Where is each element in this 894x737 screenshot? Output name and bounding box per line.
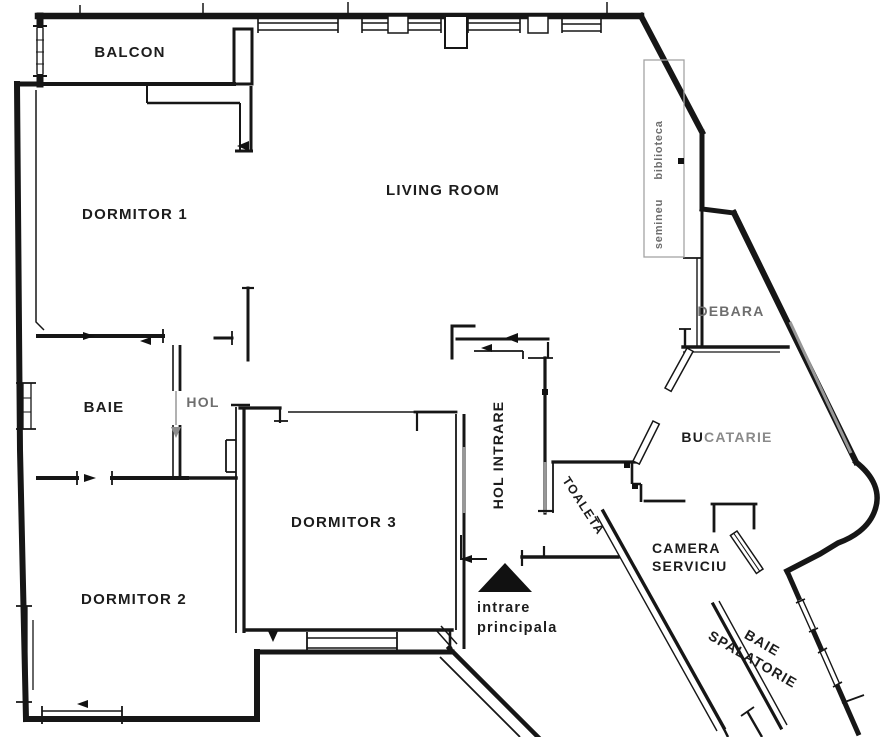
room-label-dormitor2: DORMITOR 2 <box>81 591 187 608</box>
interior-walls <box>36 27 790 737</box>
arrow-lr-2 <box>481 344 492 352</box>
wall-corridor-left-inner <box>596 515 718 732</box>
window-balcony-caps <box>33 25 47 77</box>
room-label-dormitor3: DORMITOR 3 <box>291 514 397 531</box>
wall-d2-d3-niche <box>225 439 236 473</box>
windows <box>16 15 865 724</box>
wall-entry-south-stubs <box>520 546 546 566</box>
wall-baie-bottom-jambs <box>76 471 113 485</box>
arrow-d2 <box>84 474 96 482</box>
intrare-line2: principala <box>477 620 558 636</box>
dot-shelf <box>678 158 684 164</box>
wall-diag-tick <box>841 694 865 704</box>
window-baie-lines <box>22 383 32 429</box>
window-balcony-lines <box>36 28 44 74</box>
outer-walls <box>13 2 880 737</box>
arrow-d1-b <box>140 337 151 345</box>
doors <box>631 346 765 575</box>
window-camera-spalatorie-mid <box>733 532 761 572</box>
dot-toaleta <box>624 462 630 468</box>
window-d2-left-caps <box>16 605 32 703</box>
entrance-arrow <box>478 563 532 592</box>
bucatarie-part2: CATARIE <box>704 429 773 445</box>
label-semineu: semineu <box>653 199 665 249</box>
room-label-hol-intrare: HOL INTRARE <box>490 401 506 510</box>
arrow-entry <box>461 555 472 563</box>
arrow-d3 <box>268 631 278 642</box>
wall-top-ticks <box>79 2 608 16</box>
wall-right-jog <box>699 129 737 216</box>
wall-camera-top <box>643 499 758 533</box>
label-biblioteca: biblioteca <box>653 120 665 179</box>
wall-br-2 <box>745 710 764 737</box>
room-labels: BALCON DORMITOR 1 LIVING ROOM biblioteca… <box>81 44 801 691</box>
window-d2-bottom-lines <box>42 710 122 720</box>
wall-left <box>13 80 30 723</box>
room-label-living-room: LIVING ROOM <box>386 182 500 199</box>
intrare-line1: intrare <box>477 600 531 616</box>
room-label-balcon: BALCON <box>94 44 165 61</box>
window-diag1-lines <box>797 598 816 631</box>
window-baie-caps <box>16 382 36 430</box>
arrow-baie-gray <box>171 427 181 438</box>
room-label-hol: HOL <box>186 394 219 410</box>
wall-right-diagonal-gray <box>788 321 853 454</box>
wall-corridor-left <box>600 508 727 731</box>
window-d3-bottom-caps <box>306 632 398 652</box>
dot-holintrare <box>542 389 548 395</box>
wall-camera-spalatorie <box>710 601 784 731</box>
door-bucatarie <box>631 419 661 466</box>
wall-camera-spalatorie-inner <box>718 600 788 726</box>
window-diag2-lines <box>819 648 840 686</box>
wall-entry-walk-1 <box>445 644 542 737</box>
arrow-d2-bottom <box>77 700 88 708</box>
dot-kitchen <box>632 483 638 489</box>
label-intrare-principala: intrare principala <box>477 600 558 636</box>
room-label-baie-spalatorie: BAIE SPALATORIE <box>706 626 801 691</box>
room-label-camera-serviciu: CAMERA SERVICIU <box>652 540 727 574</box>
window-balcony-rungs <box>36 39 44 65</box>
wall-toaleta-right <box>630 462 643 502</box>
wall-br-3 <box>740 706 755 717</box>
room-label-toaleta: TOALETA <box>559 474 607 537</box>
window-d3-bottom-lines <box>307 637 397 649</box>
wall-balcony-slab <box>232 27 254 86</box>
room-label-debara: DEBARA <box>697 303 764 319</box>
wall-br-1 <box>721 726 730 737</box>
arrow-lr-1 <box>505 333 518 343</box>
window-diag1-gap <box>796 598 817 631</box>
junction-dots <box>542 158 684 489</box>
window-d2-left-lines <box>26 606 34 702</box>
wall-top-right-diagonal <box>636 11 707 137</box>
window-diag2-gap <box>818 648 841 686</box>
wall-entry-walk-2 <box>439 656 521 737</box>
bucatarie-part1: BU <box>681 429 704 445</box>
arrow-d1-a <box>83 332 95 340</box>
door-arrows <box>77 141 518 708</box>
window-d2-bottom-caps <box>41 706 123 724</box>
window-top-band <box>258 22 601 32</box>
wall-lr-bottom-inner <box>474 350 553 359</box>
arrow-balcony <box>237 141 249 151</box>
room-label-bucatarie: BUCATARIE <box>681 429 772 445</box>
window-baie-rungs <box>23 397 31 413</box>
room-label-dormitor1: DORMITOR 1 <box>82 206 188 223</box>
wall-entry-walk-3 <box>435 625 458 649</box>
room-label-baie: BAIE <box>84 399 125 416</box>
door-debara <box>663 346 695 393</box>
window-top-post-1 <box>387 15 409 34</box>
window-balcony-gap <box>34 28 46 74</box>
wall-lr-bottom-left <box>450 324 476 360</box>
wall-top-notch <box>444 15 468 49</box>
wall-left-inner-line <box>35 90 45 331</box>
wall-bay-curve <box>783 458 880 575</box>
window-top-post-2 <box>527 15 549 34</box>
window-diag-caps <box>795 598 843 688</box>
camera-serviciu-line2: SERVICIU <box>652 558 727 574</box>
camera-serviciu-line1: CAMERA <box>652 540 721 556</box>
